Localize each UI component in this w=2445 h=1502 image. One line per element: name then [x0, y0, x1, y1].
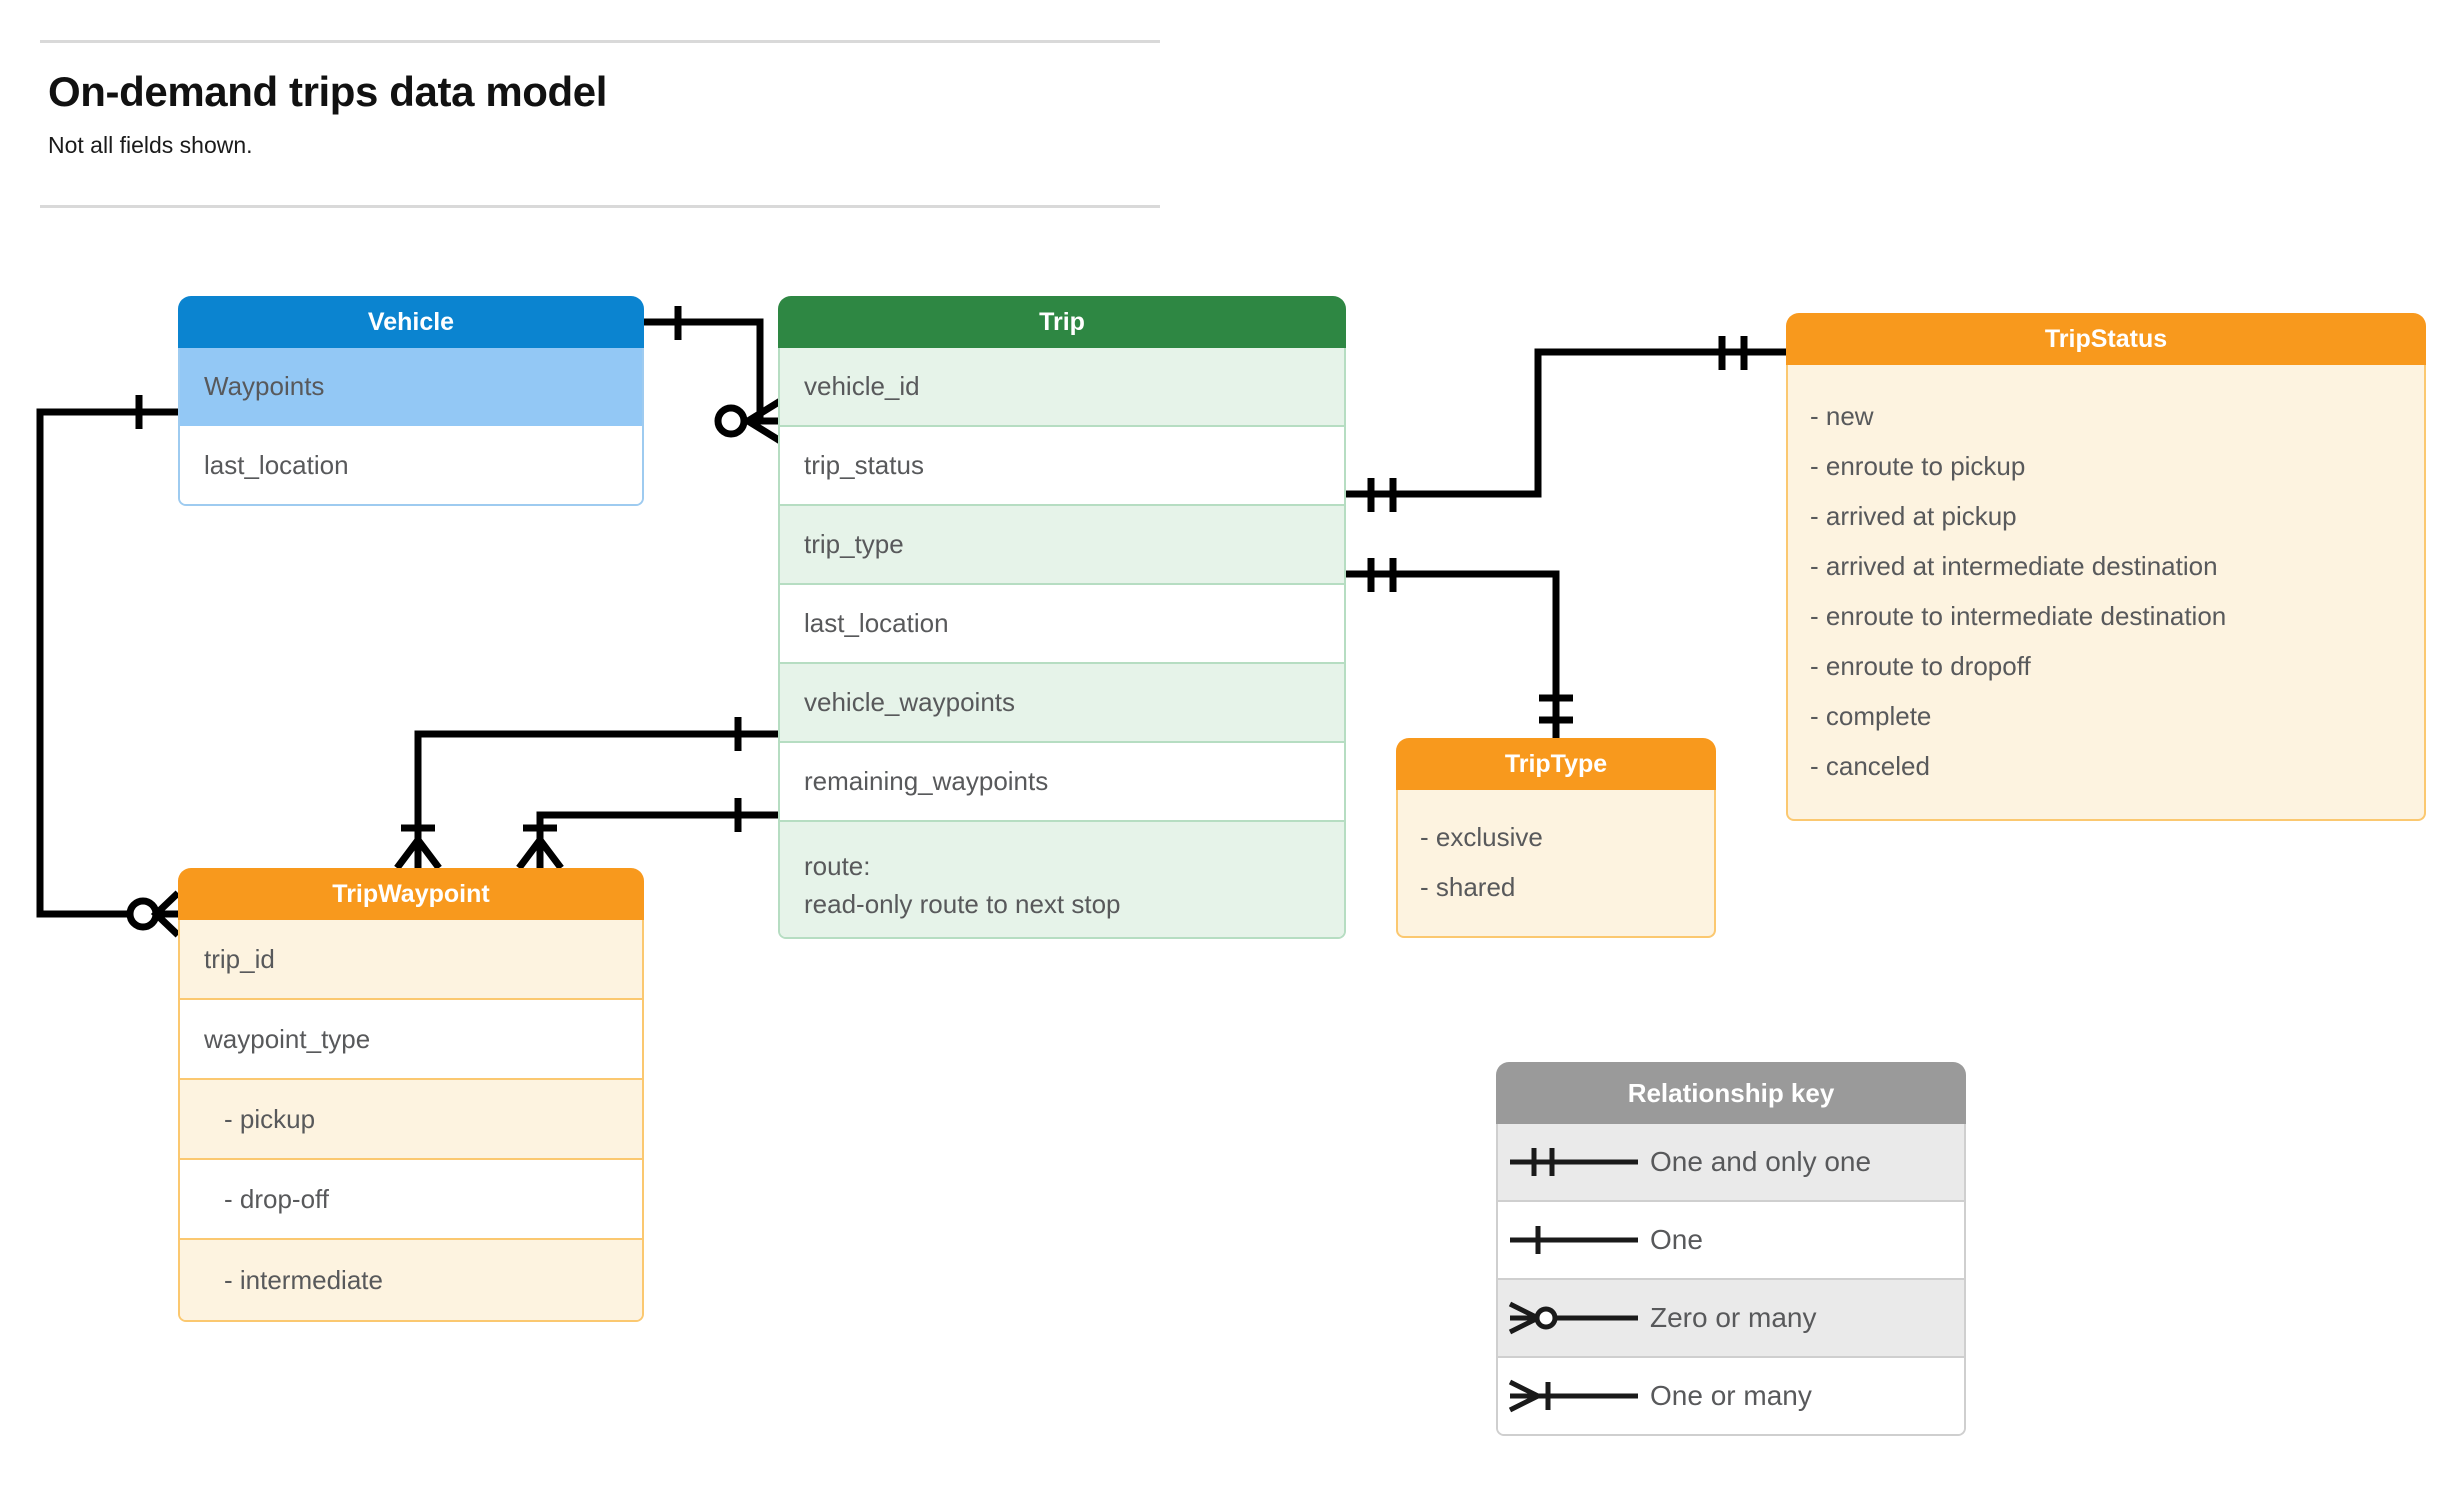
legend-row-one: One [1498, 1202, 1964, 1280]
field-trip-trip-type[interactable]: trip_type [780, 506, 1344, 585]
field-vehicle-waypoints[interactable]: Waypoints [180, 348, 642, 426]
trip-status-value: - canceled [1810, 751, 1930, 781]
field-trip-route[interactable]: route: read-only route to next stop [780, 822, 1344, 937]
header-divider-top [40, 40, 1160, 43]
wire-vehicle-trip [644, 318, 782, 425]
trip-status-value: - new [1810, 401, 1874, 431]
entity-trip-type-title: TripType [1396, 738, 1716, 790]
card-crowsfoot-trip [741, 397, 784, 445]
legend-row-zero-or-many: Zero or many [1498, 1280, 1964, 1358]
entity-trip-waypoint[interactable]: TripWaypoint trip_id waypoint_type - pic… [178, 868, 644, 1322]
trip-status-value: - enroute to pickup [1810, 451, 2026, 481]
legend-label: One [1650, 1224, 1703, 1255]
card-crowsfoot-vw [394, 834, 442, 871]
card-crowsfoot-tripwaypoint [150, 890, 181, 938]
wire-remaining-waypoints [536, 811, 778, 862]
trip-status-value: - arrived at intermediate destination [1810, 551, 2218, 581]
field-vehicle-last-location[interactable]: last_location [180, 426, 642, 504]
entity-trip-waypoint-title: TripWaypoint [178, 868, 644, 920]
trip-status-value: - complete [1810, 701, 1932, 731]
page-title: On-demand trips data model [48, 68, 607, 115]
relationship-key-legend: Relationship key One and only one [1496, 1062, 1966, 1436]
legend-label: One or many [1650, 1380, 1812, 1411]
legend-row-one-or-many: One or many [1498, 1358, 1964, 1434]
wire-tripstatus [1346, 348, 1786, 498]
one-and-only-one-icon [1498, 1140, 1650, 1184]
waypoint-type-value-dropoff: - drop-off [180, 1160, 642, 1240]
trip-status-value: - arrived at pickup [1810, 501, 2017, 531]
trip-status-value: - enroute to dropoff [1810, 651, 2031, 681]
entity-trip-status-values: - new - enroute to pickup - arrived at p… [1786, 365, 2426, 821]
page-subtitle: Not all fields shown. [48, 132, 253, 158]
field-tripwaypoint-waypoint-type[interactable]: waypoint_type [180, 1000, 642, 1080]
entity-trip-title: Trip [778, 296, 1346, 348]
field-trip-route-desc: read-only route to next stop [804, 888, 1121, 919]
field-trip-trip-status[interactable]: trip_status [780, 427, 1344, 506]
card-zero-circle-tripwaypoint [126, 897, 160, 931]
entity-vehicle-fields: Waypoints last_location [178, 348, 644, 506]
entity-trip-type[interactable]: TripType - exclusive - shared [1396, 738, 1716, 938]
card-zero-circle-trip [714, 404, 748, 438]
trip-type-value: - exclusive [1420, 822, 1543, 852]
field-trip-remaining-waypoints[interactable]: remaining_waypoints [780, 743, 1344, 822]
entity-trip[interactable]: Trip vehicle_id trip_status trip_type la… [778, 296, 1346, 939]
entity-trip-waypoint-fields: trip_id waypoint_type - pickup - drop-of… [178, 920, 644, 1322]
entity-vehicle-title: Vehicle [178, 296, 644, 348]
one-icon [1498, 1218, 1650, 1262]
relationship-key-title: Relationship key [1496, 1062, 1966, 1124]
entity-trip-status-title: TripStatus [1786, 313, 2426, 365]
legend-label: One and only one [1650, 1146, 1872, 1177]
legend-label: Zero or many [1650, 1302, 1817, 1333]
trip-status-value: - enroute to intermediate destination [1810, 601, 2227, 631]
relationship-key-rows: One and only one One [1496, 1124, 1966, 1436]
wire-triptype [1346, 570, 1560, 738]
header-divider-bottom [40, 205, 1160, 208]
zero-or-many-icon [1498, 1296, 1650, 1340]
card-crowsfoot-rw [516, 834, 564, 871]
field-tripwaypoint-trip-id[interactable]: trip_id [180, 920, 642, 1000]
entity-trip-fields: vehicle_id trip_status trip_type last_lo… [778, 348, 1346, 939]
legend-row-one-and-only-one: One and only one [1498, 1124, 1964, 1202]
field-trip-last-location[interactable]: last_location [780, 585, 1344, 664]
waypoint-type-value-pickup: - pickup [180, 1080, 642, 1160]
entity-trip-type-values: - exclusive - shared [1396, 790, 1716, 938]
trip-type-value: - shared [1420, 872, 1516, 902]
field-trip-vehicle-id[interactable]: vehicle_id [780, 348, 1344, 427]
one-or-many-icon [1498, 1374, 1650, 1418]
wire-vehicle-waypoints [414, 730, 778, 862]
field-trip-route-label: route: [804, 850, 871, 881]
wire-vehicle-waypoints-tripwaypoint [36, 408, 178, 918]
field-trip-vehicle-waypoints[interactable]: vehicle_waypoints [780, 664, 1344, 743]
waypoint-type-value-intermediate: - intermediate [180, 1240, 642, 1320]
entity-trip-status[interactable]: TripStatus - new - enroute to pickup - a… [1786, 313, 2426, 821]
entity-vehicle[interactable]: Vehicle Waypoints last_location [178, 296, 644, 506]
